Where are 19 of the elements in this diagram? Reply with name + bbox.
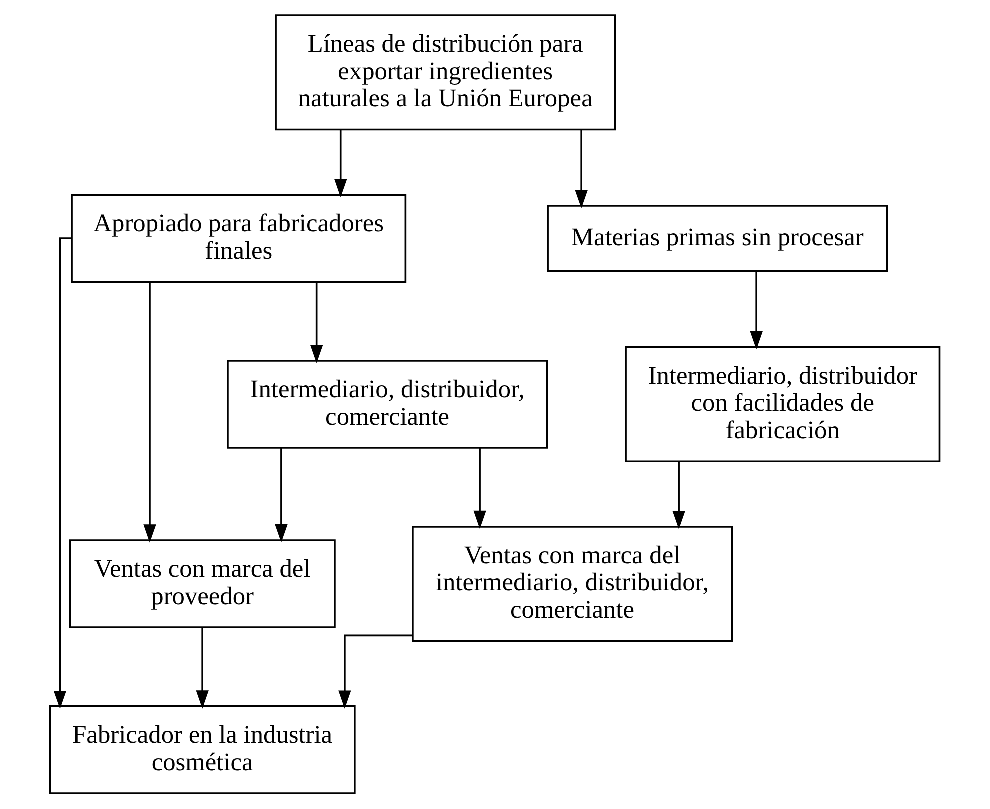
- node-box: Fabricador en la industria cosmética: [49, 706, 356, 794]
- arrow: [310, 282, 324, 364]
- arrow: [575, 130, 588, 209]
- arrow: [196, 628, 209, 709]
- node-box: Intermediario, distribuidor con facilidades de fabricación: [625, 346, 941, 463]
- arrow: [54, 238, 72, 710]
- node-box: Líneas de distribución para exportar ingredientes naturales a la Unión Europea: [275, 14, 616, 131]
- arrow: [275, 448, 288, 543]
- arrow: [334, 130, 348, 198]
- arrow: [144, 282, 156, 543]
- node-box: Ventas con marca del proveedor: [69, 540, 336, 628]
- node-box: Ventas con marca del intermediario, distribuidor, comerciante: [412, 526, 734, 642]
- arrow: [750, 271, 763, 350]
- node-box: Materias primas sin procesar: [547, 205, 888, 272]
- arrow: [474, 448, 486, 530]
- node-box: Intermediario, distribuidor, comerciante: [227, 360, 548, 449]
- arrow: [672, 462, 686, 530]
- node-box: Apropiado para fabricadores finales: [71, 194, 407, 283]
- arrow: [338, 634, 413, 709]
